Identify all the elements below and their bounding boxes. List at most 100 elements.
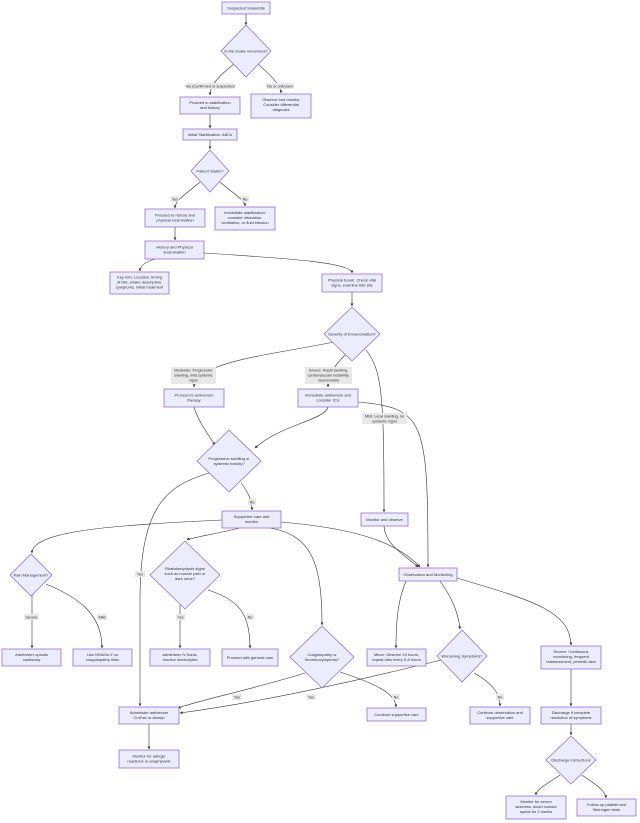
decision-patient-stable: Patient Stable? [190,149,230,193]
decision-worsening-symptoms: Worsening Symptoms? [436,629,488,683]
edge-label-worsening-no: No [496,694,504,700]
edge-progressive-yes [138,471,213,707]
decision-discharge-instructions: Discharge instructions [545,735,597,785]
edge-coag-no [339,671,398,708]
node-observation-monitoring: Observation and Monitoring [398,567,458,582]
node-continue-supportive: Continue supportive care [366,707,427,722]
svg-text:Is the snake venomous?: Is the snake venomous? [224,49,268,54]
svg-text:Severe: Severe [25,616,37,620]
edge-observation-minor [394,580,407,649]
svg-text:Proceed with general care: Proceed with general care [227,655,274,660]
decision-is-venomous: Is the snake venomous? [220,24,272,78]
edge-label-pain-mild: Mild [97,614,107,620]
svg-text:Initial Stabilization: ABCs: Initial Stabilization: ABCs [188,132,232,137]
edge-label-stable-no: No [241,196,249,202]
edge-label-progressive-no: No [248,499,256,505]
edge-supportive-pain [30,519,223,554]
edge-supportive-observation [280,521,421,568]
svg-text:Monitor and observe: Monitor and observe [366,517,403,522]
svg-text:Continue supportive care: Continue supportive care [374,712,419,717]
edge-instructions-serum [534,774,561,796]
decision-pain-management: Pain Management? [9,553,53,597]
edge-stable-yes [173,181,201,209]
edge-pain-mild [45,583,104,649]
edge-worsening-yes [179,659,442,715]
node-iv-fluids: Administer IV fluids,monitor electrolyte… [149,648,211,667]
edge-label-worsening-yes: Yes [306,694,316,700]
node-suspected-snakebite: Suspected Snakebite [221,1,271,15]
edge-supportive-rhabdo [186,527,241,541]
svg-text:No: No [248,616,253,620]
edge-antivenom-progressive [193,406,216,446]
edge-label-severe: Severe: Rapid swelling,cardiovascular in… [305,367,352,384]
svg-text:No or unknown: No or unknown [267,85,293,89]
svg-text:Minor: Observe 24 hours,repeat: Minor: Observe 24 hours,repeat labs ever… [372,652,421,662]
edge-hp-keyinfo [138,258,156,272]
node-initial-stabilization: Initial Stabilization: ABCs [182,128,238,141]
edge-observation-worsening [439,580,462,630]
svg-text:Observation and Monitoring: Observation and Monitoring [403,572,452,577]
edge-label-progressive-yes: Yes [135,571,145,577]
edge-instructions-followup [581,774,608,799]
edge-label-stable-yes: Yes [171,196,179,202]
svg-text:No: No [498,696,503,700]
edge-venomous-yes [208,63,235,96]
edge-icu-progressive [254,406,329,449]
edge-venomous-no [257,63,283,94]
svg-text:No: No [394,696,399,700]
edge-label-rhabdo-yes: Yes [176,614,185,620]
edge-supportive-coag [269,527,324,626]
edge-labels: Yes (Confirmed or suspected) No or unkno… [24,83,504,700]
edge-label-pain-severe: Severe [24,614,39,620]
svg-text:Discharge instructions: Discharge instructions [551,758,590,763]
edge-progressive-no [240,482,254,511]
node-general-care: Proceed with general care [221,648,279,667]
svg-text:Mild: Mild [99,616,106,620]
edge-hp-physical [203,252,354,274]
edge-label-coag-no: No [392,694,400,700]
edge-coag-yes [177,672,306,709]
svg-text:Yes: Yes [177,616,183,620]
svg-text:Administer IV fluids,monitor e: Administer IV fluids,monitor electrolyte… [162,652,197,662]
edge-label-no-unknown: No or unknown [266,83,294,89]
svg-text:Yes: Yes [172,198,178,202]
decision-severity: Severity of Envenomation? [323,306,381,362]
svg-text:Immediate stabilization:consid: Immediate stabilization:consider intubat… [221,210,268,225]
